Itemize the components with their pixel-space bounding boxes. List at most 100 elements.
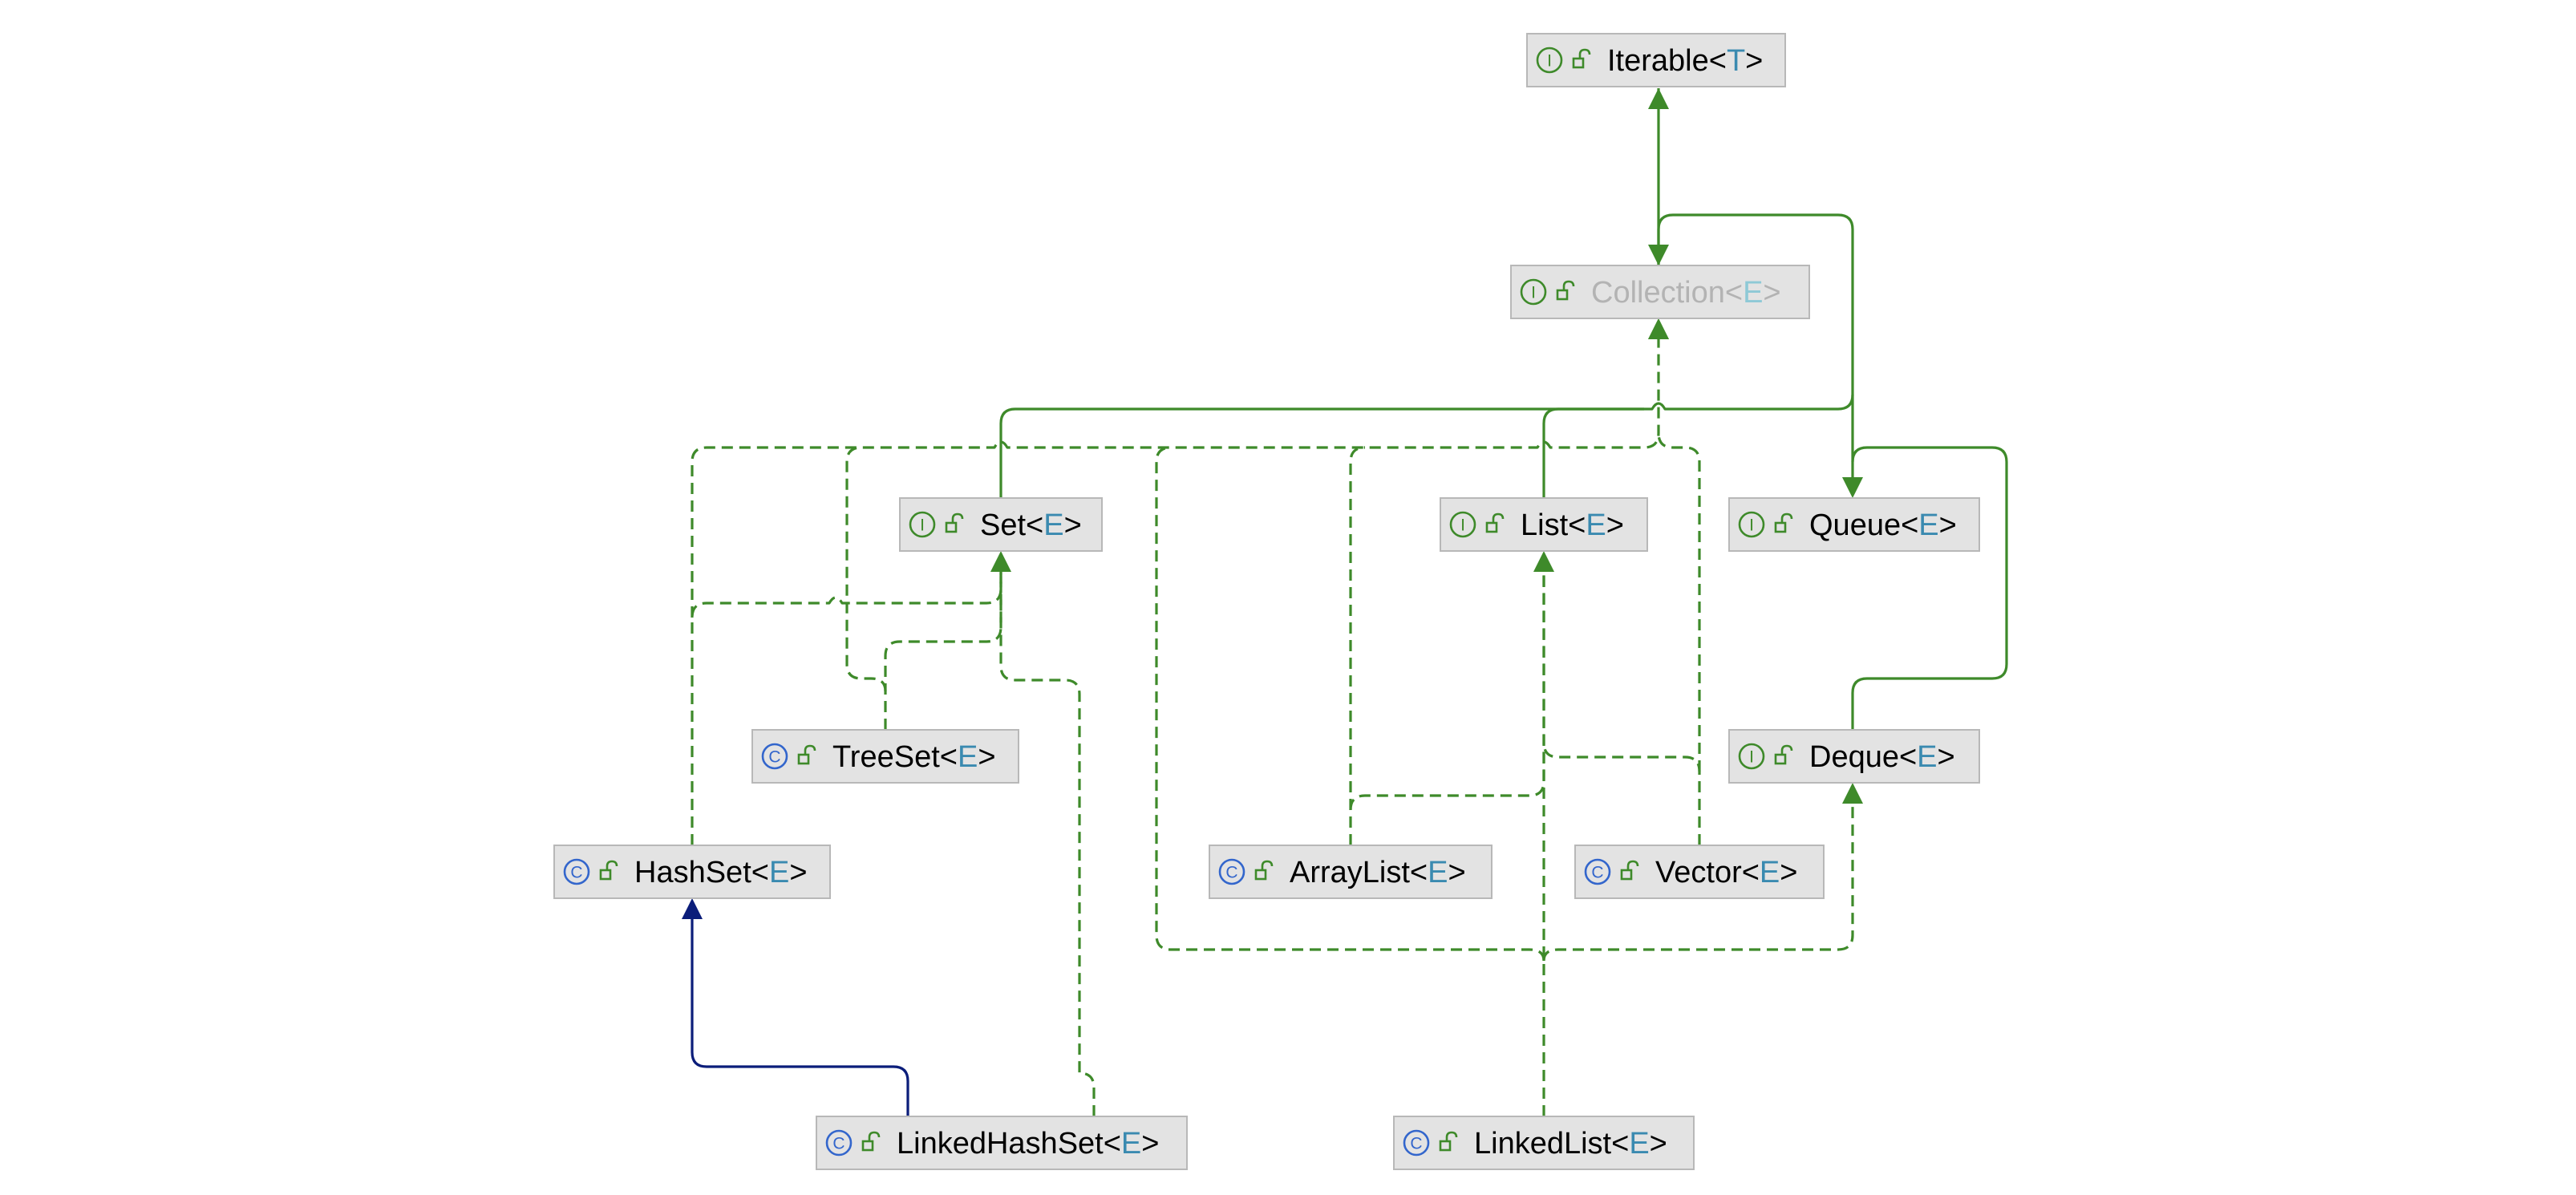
edge-arraylist-to-collection bbox=[1349, 446, 1366, 810]
svg-text:I: I bbox=[1531, 284, 1536, 302]
class-icon: C bbox=[1218, 858, 1245, 885]
class-icon: C bbox=[1403, 1129, 1430, 1157]
svg-text:C: C bbox=[1225, 864, 1237, 882]
arrowhead-linkedlist-to-deque bbox=[1842, 783, 1863, 804]
edge-vector-to-list bbox=[1542, 742, 1701, 845]
edge-list-to-collection bbox=[1542, 407, 1644, 498]
node-label: Queue<E> bbox=[1809, 508, 1957, 542]
class-name: TreeSet< bbox=[832, 740, 958, 774]
node-label: List<E> bbox=[1521, 508, 1624, 542]
svg-text:C: C bbox=[1410, 1135, 1422, 1153]
node-box bbox=[553, 845, 831, 899]
node-label: Set<E> bbox=[980, 508, 1082, 542]
interface-icon: I bbox=[1536, 47, 1563, 74]
class-name: LinkedHashSet< bbox=[897, 1127, 1121, 1161]
edge-treeset-to-collection bbox=[845, 446, 887, 692]
type-param: T bbox=[1727, 44, 1745, 78]
svg-text:I: I bbox=[1749, 748, 1754, 767]
node-vector[interactable]: C Vector<E> bbox=[1574, 845, 1825, 899]
type-param: E bbox=[1917, 740, 1937, 774]
type-param: E bbox=[1760, 856, 1780, 889]
public-lock-icon bbox=[1254, 860, 1274, 881]
interface-icon: I bbox=[1520, 278, 1547, 306]
class-name: List< bbox=[1521, 508, 1586, 542]
node-box bbox=[1728, 497, 1980, 552]
node-box bbox=[816, 1116, 1188, 1170]
node-box bbox=[751, 729, 1019, 784]
edge-hashset-to-collection bbox=[691, 337, 1660, 618]
edge-set-to-collection bbox=[999, 213, 1854, 498]
node-box bbox=[1728, 729, 1980, 784]
arrowhead-linkedlist-to-list bbox=[1533, 551, 1554, 572]
node-box bbox=[1574, 845, 1825, 899]
edge-deque-to-queue bbox=[1851, 446, 2008, 730]
edge-linkedlist-to-deque bbox=[1542, 801, 1854, 962]
node-treeset[interactable]: C TreeSet<E> bbox=[751, 729, 1019, 784]
edge-arraylist-to-list bbox=[1349, 565, 1545, 845]
svg-text:I: I bbox=[920, 516, 925, 535]
arrowhead-extra-1 bbox=[1648, 318, 1669, 339]
node-queue[interactable]: I Queue<E> bbox=[1728, 497, 1980, 552]
public-lock-icon bbox=[861, 1131, 881, 1152]
public-lock-icon bbox=[797, 744, 816, 765]
node-list[interactable]: I List<E> bbox=[1440, 497, 1648, 552]
public-lock-icon bbox=[1485, 512, 1505, 533]
edge-vector-to-collection bbox=[1657, 432, 1701, 772]
svg-text:I: I bbox=[1749, 516, 1754, 535]
class-name: Iterable< bbox=[1607, 44, 1727, 78]
type-param: E bbox=[1743, 276, 1763, 310]
interface-icon: I bbox=[1738, 743, 1765, 770]
interface-icon: I bbox=[1449, 511, 1476, 538]
node-label: TreeSet<E> bbox=[832, 740, 996, 774]
type-param: E bbox=[1043, 508, 1063, 542]
class-name: Queue< bbox=[1809, 508, 1918, 542]
svg-text:I: I bbox=[1460, 516, 1465, 535]
arrowhead-extra-0 bbox=[990, 551, 1011, 572]
public-lock-icon bbox=[599, 860, 618, 881]
node-label: ArrayList<E> bbox=[1290, 856, 1466, 889]
node-label: Collection<E> bbox=[1591, 276, 1781, 310]
class-icon: C bbox=[563, 858, 590, 885]
public-lock-icon bbox=[1556, 280, 1575, 301]
type-param: E bbox=[1121, 1127, 1141, 1161]
public-lock-icon bbox=[1774, 512, 1793, 533]
interface-icon: I bbox=[909, 511, 936, 538]
arrowhead-linkedhashset-to-hashset bbox=[682, 898, 703, 919]
edge-linkedhashset-to-hashset bbox=[691, 916, 909, 1116]
node-label: Deque<E> bbox=[1809, 740, 1955, 774]
type-param: E bbox=[1629, 1127, 1649, 1161]
class-name: Deque< bbox=[1809, 740, 1917, 774]
node-linkedlist[interactable]: C LinkedList<E> bbox=[1393, 1116, 1695, 1170]
class-name: ArrayList< bbox=[1290, 856, 1428, 889]
type-param: E bbox=[1586, 508, 1606, 542]
svg-text:C: C bbox=[832, 1135, 844, 1153]
edge-linkedlist-to-collection bbox=[1155, 446, 1545, 962]
type-param: E bbox=[1428, 856, 1448, 889]
svg-text:C: C bbox=[1591, 864, 1603, 882]
class-name: Collection< bbox=[1591, 276, 1743, 310]
svg-text:C: C bbox=[570, 864, 582, 882]
node-box bbox=[1526, 33, 1786, 87]
class-icon: C bbox=[1584, 858, 1611, 885]
edge-linkedhashset-to-set bbox=[999, 565, 1096, 1116]
class-name: HashSet< bbox=[634, 856, 769, 889]
class-icon: C bbox=[761, 743, 788, 770]
edge-hashset-to-set bbox=[691, 565, 1002, 845]
node-set[interactable]: I Set<E> bbox=[899, 497, 1103, 552]
node-collection[interactable]: I Collection<E> bbox=[1510, 265, 1810, 319]
arrowhead-queue-to-collection bbox=[1842, 477, 1863, 498]
class-name: Set< bbox=[980, 508, 1043, 542]
node-arraylist[interactable]: C ArrayList<E> bbox=[1209, 845, 1493, 899]
class-name: LinkedList< bbox=[1474, 1127, 1629, 1161]
node-label: Vector<E> bbox=[1655, 856, 1797, 889]
svg-text:I: I bbox=[1547, 52, 1552, 71]
public-lock-icon bbox=[1439, 1131, 1458, 1152]
public-lock-icon bbox=[945, 512, 964, 533]
node-label: LinkedList<E> bbox=[1474, 1127, 1667, 1161]
type-param: E bbox=[958, 740, 978, 774]
node-deque[interactable]: I Deque<E> bbox=[1728, 729, 1980, 784]
